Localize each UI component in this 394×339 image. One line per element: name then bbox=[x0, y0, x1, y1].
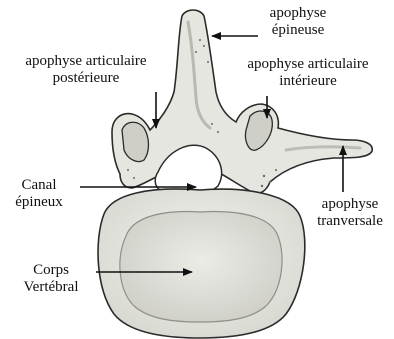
label-canal-epineux-line2: épineux bbox=[2, 194, 76, 211]
label-apophyse-epineuse: apophyse épineuse bbox=[248, 5, 348, 39]
label-corps-vertebral-line1: Corps bbox=[10, 262, 92, 279]
label-apophyse-transversale-line2: tranversale bbox=[306, 213, 394, 230]
label-apophyse-transversale: apophyse tranversale bbox=[306, 196, 394, 230]
label-apophyse-epineuse-line2: épineuse bbox=[248, 22, 348, 39]
label-corps-vertebral-line2: Vertébral bbox=[10, 279, 92, 296]
vertebral-body-endplate bbox=[120, 212, 282, 322]
label-canal-epineux-line1: Canal bbox=[2, 177, 76, 194]
vertebral-body bbox=[98, 189, 305, 338]
label-apophyse-articulaire-posterieure-line1: apophyse articulaire bbox=[6, 53, 166, 70]
label-apophyse-transversale-line1: apophyse bbox=[306, 196, 394, 213]
label-apophyse-articulaire-interieure: apophyse articulaire intérieure bbox=[226, 56, 390, 90]
label-apophyse-articulaire-interieure-line1: apophyse articulaire bbox=[226, 56, 390, 73]
label-apophyse-epineuse-line1: apophyse bbox=[248, 5, 348, 22]
label-canal-epineux: Canal épineux bbox=[2, 177, 76, 211]
label-apophyse-articulaire-posterieure-line2: postérieure bbox=[6, 70, 166, 87]
label-corps-vertebral: Corps Vertébral bbox=[10, 262, 92, 296]
label-apophyse-articulaire-interieure-line2: intérieure bbox=[226, 73, 390, 90]
label-apophyse-articulaire-posterieure: apophyse articulaire postérieure bbox=[6, 53, 166, 87]
